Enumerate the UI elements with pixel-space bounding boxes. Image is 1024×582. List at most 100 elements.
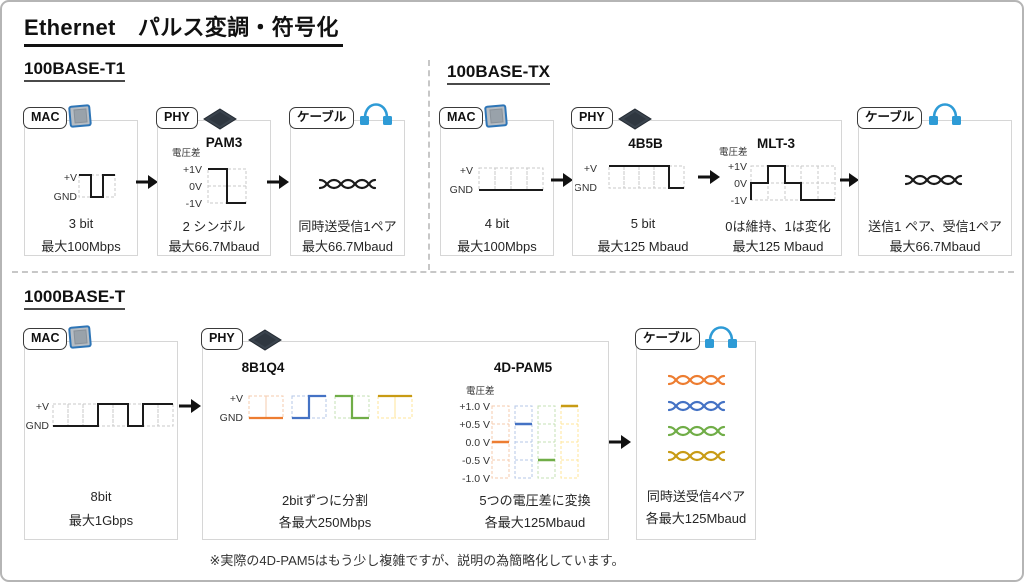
axis-label: 電圧差 xyxy=(466,385,495,397)
tx-mac-box: MAC +V GND 4 bit 最大100Mbps xyxy=(439,104,554,256)
twisted-pair-icon xyxy=(668,450,726,462)
gbe-4dpam5-line1: 5つの電圧差に変換 xyxy=(479,493,591,508)
cable-icon xyxy=(705,326,737,348)
phy-chip-icon xyxy=(248,329,282,351)
t1-phy-line2: 最大66.7Mbaud xyxy=(168,239,260,254)
chip-icon xyxy=(68,325,92,349)
phy-tag: PHY xyxy=(571,107,613,129)
gbe-cable-box: ケーブル 同時送受信4ペア 各最大125Mbaud xyxy=(635,326,756,540)
phy-tag: PHY xyxy=(156,107,198,129)
mac-tag: MAC xyxy=(439,107,484,129)
flow-arrow xyxy=(551,173,573,187)
gbe-mac-line1: 8bit xyxy=(90,489,112,504)
twisted-pair-icon xyxy=(668,425,726,437)
cable-tag: ケーブル xyxy=(289,107,355,129)
footnote: ※実際の4D-PAM5はもう少し複雑ですが、説明の為簡略化しています。 xyxy=(209,553,625,568)
t1-mac-box: MAC +V GND 3 bit 最大100Mbps xyxy=(23,104,138,256)
axis-label: -1V xyxy=(731,195,747,207)
t1-cable-box: ケーブル 同時送受信1ペア 最大66.7Mbaud xyxy=(289,103,405,256)
mlt3-title: MLT-3 xyxy=(757,136,795,151)
flow-arrow xyxy=(698,170,720,184)
4b5b-waveform: +V GND xyxy=(575,163,685,194)
twisted-pair-icon xyxy=(668,374,726,386)
twisted-pair-icon xyxy=(319,178,377,190)
t1-phy-box: PHY PAM3 電圧差 +1V 0V -1V 2 シンボル 最大66.7Mba… xyxy=(156,107,271,256)
t1-cable-line2: 最大66.7Mbaud xyxy=(301,239,394,254)
t1-mac-line1: 3 bit xyxy=(68,216,94,231)
gbe-4dpam5-line2: 各最大125Mbaud xyxy=(484,515,586,530)
t1-phy-line1: 2 シンボル xyxy=(182,219,246,234)
axis-label: GND xyxy=(54,191,78,203)
flow-arrow xyxy=(136,175,158,189)
axis-label: GND xyxy=(26,420,50,432)
4dpam5-title: 4D-PAM5 xyxy=(493,360,553,375)
flow-arrow xyxy=(179,399,201,413)
chip-icon xyxy=(68,104,92,128)
mac-tag: MAC xyxy=(23,328,68,350)
tx-4b5b-line2: 最大125 Mbaud xyxy=(597,239,689,254)
gbe-8b1q4-line2: 各最大250Mbps xyxy=(278,515,372,530)
axis-label: +1.0 V xyxy=(459,401,490,413)
tx-cable-box: ケーブル 送信1 ペア、受信1ペア 最大66.7Mbaud xyxy=(857,103,1012,256)
tx-mac-line1: 4 bit xyxy=(484,216,510,231)
tx-phy-box: PHY 4B5B +V GND 5 bit 最大125 Mbaud MLT-3 … xyxy=(571,107,842,256)
gbe-8b1q4-line1: 2bitずつに分割 xyxy=(282,493,368,508)
axis-label: 電圧差 xyxy=(172,147,201,159)
axis-label: GND xyxy=(220,412,244,424)
axis-label: +V xyxy=(36,401,49,413)
tx-cable-line2: 最大66.7Mbaud xyxy=(889,239,981,254)
gbe-phy-box: PHY 8B1Q4 +V GND 2bitずつに分割 各最大250Mbps 4D… xyxy=(201,328,609,540)
pam3-title: PAM3 xyxy=(205,135,243,150)
gbe-cable-line2: 各最大125Mbaud xyxy=(645,511,747,526)
axis-label: 0V xyxy=(734,178,747,190)
tx-mlt3-line2: 最大125 Mbaud xyxy=(732,239,824,254)
4b5b-title: 4B5B xyxy=(628,136,663,151)
mac-tag: MAC xyxy=(23,107,68,129)
axis-label: 電圧差 xyxy=(719,146,748,158)
section-heading-100base-tx: 100BASE-TX xyxy=(447,62,550,85)
flow-arrow xyxy=(609,435,631,449)
cable-icon xyxy=(360,103,392,125)
section-heading-1000base-t: 1000BASE-T xyxy=(24,287,126,310)
t1-mac-line2: 最大100Mbps xyxy=(41,239,121,254)
gbe-mac-box: MAC +V GND 8bit 最大1Gbps xyxy=(23,325,178,540)
axis-label: GND xyxy=(575,182,597,194)
flow-arrow xyxy=(267,175,289,189)
axis-label: -0.5 V xyxy=(462,455,490,467)
axis-label: +1V xyxy=(728,161,747,173)
phy-chip-icon xyxy=(203,108,237,130)
section-heading-100base-t1: 100BASE-T1 xyxy=(24,59,126,82)
axis-label: +0.5 V xyxy=(459,419,490,431)
phy-tag: PHY xyxy=(201,328,243,350)
8b1q4-waveform: +V GND xyxy=(220,393,413,424)
axis-label: 0V xyxy=(189,181,202,193)
t1-mac-waveform: +V GND xyxy=(54,172,116,203)
cable-tag: ケーブル xyxy=(857,107,923,129)
8b1q4-title: 8B1Q4 xyxy=(241,360,285,375)
4dpam5-diagram: 電圧差 +1.0 V +0.5 V 0.0 V -0.5 V -1.0 V xyxy=(459,385,579,485)
tx-mlt3-line1: 0は維持、1は変化 xyxy=(725,219,831,234)
cable-icon xyxy=(929,103,961,125)
tx-mac-waveform: +V GND xyxy=(450,165,544,196)
gbe-mac-line2: 最大1Gbps xyxy=(68,513,134,528)
gbe-mac-waveform: +V GND xyxy=(26,401,174,432)
axis-label: +V xyxy=(64,172,77,184)
twisted-pair-icon xyxy=(905,174,963,186)
axis-label: 0.0 V xyxy=(465,437,490,449)
chip-icon xyxy=(484,104,508,128)
axis-label: -1.0 V xyxy=(462,473,490,485)
axis-label: +1V xyxy=(183,164,202,176)
vertical-divider xyxy=(428,60,430,270)
horizontal-divider xyxy=(12,271,1014,273)
flow-arrow xyxy=(840,173,859,187)
phy-chip-icon xyxy=(618,108,652,130)
mlt3-waveform: 電圧差 +1V 0V -1V xyxy=(719,146,836,207)
axis-label: +V xyxy=(584,163,597,175)
tx-cable-line1: 送信1 ペア、受信1ペア xyxy=(868,219,1002,234)
t1-cable-line1: 同時送受信1ペア xyxy=(298,219,397,234)
axis-label: -1V xyxy=(186,198,202,210)
axis-label: GND xyxy=(450,184,474,196)
tx-mac-line2: 最大100Mbps xyxy=(457,239,537,254)
cable-tag: ケーブル xyxy=(635,328,701,350)
